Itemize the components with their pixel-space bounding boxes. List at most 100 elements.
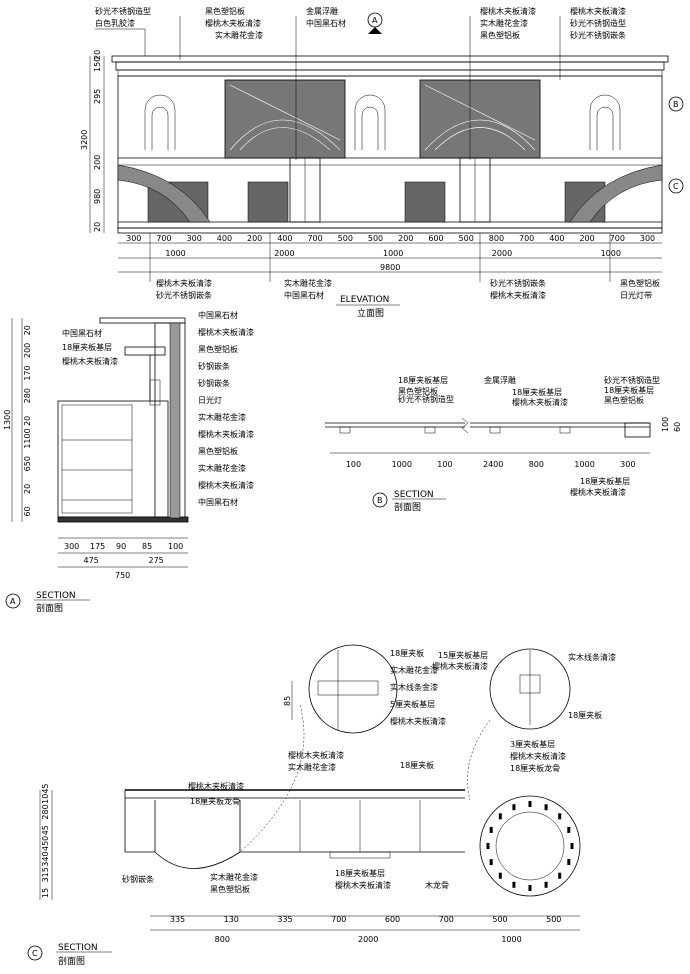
dim-bottom: 700: [156, 234, 171, 243]
dim-bottom: 100: [437, 460, 452, 469]
label: 5厘夹板基层: [390, 699, 435, 709]
label: 樱桃木夹板清漆: [198, 429, 254, 439]
label: 18厘夹板龙骨: [510, 763, 560, 773]
round-end-rib: [544, 881, 548, 888]
dim-left: 170: [23, 365, 32, 380]
dim-bottom: 300: [126, 234, 141, 243]
label: 砂光不锈钢嵌条: [490, 278, 546, 288]
dim-bottom: 500: [459, 234, 474, 243]
dim-bottom: 335: [277, 915, 292, 924]
label: 18厘夹板龙骨: [190, 796, 240, 806]
dim-bottom: 800: [489, 234, 504, 243]
elevation-labels-top: 砂光不锈钢造型 白色乳胶漆 黑色塑铝板 樱桃木夹板清漆 实木雕花金漆 金属浮雕 …: [95, 6, 684, 194]
dim-bottom: 100: [346, 460, 361, 469]
label: 砂钢嵌条: [122, 874, 154, 884]
dim-bottom: 600: [385, 915, 400, 924]
dim-bottom: 100: [168, 542, 183, 551]
label: 樱桃木夹板清漆: [198, 327, 254, 337]
label: 樱桃木夹板清漆: [156, 278, 212, 288]
label: 樱桃木夹板清漆: [205, 18, 261, 28]
label: 黑色塑铝板: [620, 278, 660, 288]
label: 实木雕花金漆: [284, 278, 332, 288]
dim-bottom: 1000: [574, 460, 594, 469]
dim-bottom: 90: [116, 542, 126, 551]
elevation-view: [111, 55, 669, 234]
label: 黑色塑铝板: [205, 6, 245, 16]
dim-bottom: 400: [217, 234, 232, 243]
label: 樱桃木夹板清漆: [62, 356, 118, 366]
label: 实木雕花金漆: [480, 18, 528, 28]
label: 18厘夹板: [400, 760, 434, 770]
label: 实木雕花金漆: [390, 665, 438, 675]
label: 樱桃木夹板清漆: [510, 751, 566, 761]
dim-bottom: 300: [640, 234, 655, 243]
label: 实木雕花金漆: [215, 30, 263, 40]
dim-bottom: 500: [338, 234, 353, 243]
elevation-labels-bottom: 樱桃木夹板清漆 砂光不锈钢嵌条 实木雕花金漆 中国黑石材 砂光不锈钢嵌条 樱桃木…: [149, 233, 660, 319]
dim-left-5: 200: [93, 155, 102, 170]
elevation-dims-left: 20 150 295 3200 200 980 20: [80, 50, 105, 233]
section-c-subtitle: 剖面图: [58, 955, 85, 967]
dim-left: 315: [41, 867, 50, 882]
dim-bottom: 1000: [165, 249, 185, 258]
label: 金属浮雕: [484, 375, 516, 385]
dim-left: 20: [23, 416, 32, 426]
dim-bottom: 500: [546, 915, 561, 924]
round-end-rib: [528, 885, 532, 891]
dim-left: 450: [41, 836, 50, 851]
dim-bottom: 300: [64, 542, 79, 551]
dim-bottom: 700: [439, 915, 454, 924]
dim-bottom: 2000: [492, 249, 512, 258]
dim-bottom: 700: [519, 234, 534, 243]
section-a-title: SECTION: [36, 591, 76, 601]
section-b-subtitle: 剖面图: [394, 501, 421, 513]
label: 砂光不锈钢造型: [95, 6, 151, 16]
label: 砂光不锈钢造型: [604, 375, 660, 385]
round-end-rib: [512, 804, 516, 811]
round-end-rib: [498, 813, 502, 820]
dim-bottom: 175: [90, 542, 105, 551]
marker-a: A: [372, 16, 378, 25]
label: 日光灯带: [620, 290, 652, 300]
elevation-subtitle: 立面图: [357, 307, 384, 319]
dim-bottom: 200: [398, 234, 413, 243]
dim-bottom: 85: [142, 542, 152, 551]
label: 樱桃木夹板清漆: [335, 880, 391, 890]
round-end-rib: [558, 813, 562, 820]
label: 实木线条金漆: [390, 682, 438, 692]
dim-left-7: 20: [93, 222, 102, 232]
label: 砂钢嵌条: [198, 361, 230, 371]
label: 樱桃木夹板清漆: [198, 480, 254, 490]
label: 黑色塑铝板: [198, 446, 238, 456]
label: 18厘夹板基层: [512, 387, 562, 397]
label: 黑色塑铝板: [210, 884, 250, 894]
round-end-rib: [498, 872, 502, 879]
round-end-rib: [567, 826, 571, 833]
detail-circle-1: [308, 644, 398, 734]
label: 樱桃木夹板清漆: [490, 290, 546, 300]
label: 砂光不锈钢造型: [398, 394, 454, 404]
label: 黑色塑铝板: [480, 30, 520, 40]
dim-bottom: 475: [84, 556, 99, 565]
label: 黑色塑铝板: [398, 386, 438, 396]
label: 樱桃木夹板清漆: [570, 6, 626, 16]
label: 实木线条清漆: [568, 652, 616, 662]
section-a-view: [57, 317, 189, 523]
dim-bottom: 1000: [601, 249, 621, 258]
dim-bottom: 400: [277, 234, 292, 243]
marker-b: B: [673, 100, 679, 109]
label: 实木雕花金漆: [198, 412, 246, 422]
label: 樱桃木夹板清漆: [390, 716, 446, 726]
label: 砂光不锈钢嵌条: [156, 290, 212, 300]
label: 金属浮雕: [306, 6, 338, 16]
label: 黑色塑铝板: [198, 344, 238, 354]
cornice-mid: [115, 61, 665, 71]
label: 樱桃木夹板清漆: [432, 661, 488, 671]
dim-bottom: 1000: [392, 460, 412, 469]
label: 18厘夹板基层: [335, 868, 385, 878]
round-end-rib: [544, 804, 548, 811]
dim-total: 9800: [380, 263, 400, 272]
dim-bottom: 400: [549, 234, 564, 243]
